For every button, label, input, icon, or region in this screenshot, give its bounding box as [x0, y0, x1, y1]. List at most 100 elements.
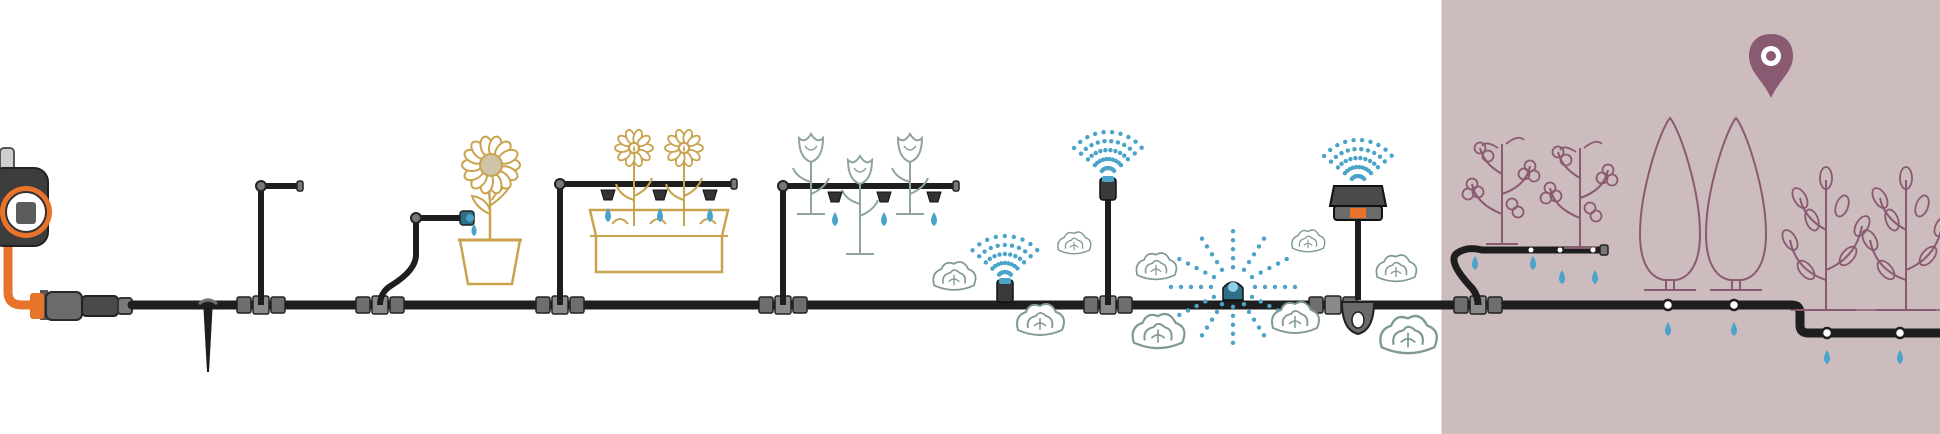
spray-dot [1178, 284, 1184, 290]
spray-dot [1365, 148, 1371, 153]
spray-dot [1009, 243, 1015, 248]
spray-dot [1034, 247, 1040, 253]
spray-dot [1382, 159, 1387, 164]
spray-dot [1383, 147, 1388, 152]
spray-dot [1209, 252, 1215, 257]
spray-dot [1085, 134, 1090, 140]
spray-dot [1177, 312, 1182, 318]
spray-dot [1230, 313, 1236, 318]
spray-dot [1219, 301, 1225, 307]
spray-dot [1252, 284, 1258, 290]
spray-dot [1006, 261, 1011, 266]
spray-dot [1249, 274, 1255, 280]
location-pin-icon [1749, 34, 1793, 98]
spray-dot [1372, 161, 1377, 166]
spray-dot [1109, 129, 1115, 135]
spray-dot [984, 237, 990, 242]
spray-nozzle-icon [1168, 229, 1298, 345]
highlight-zone [1441, 0, 1940, 434]
spray-dot [1267, 265, 1272, 271]
emitter [1528, 247, 1534, 253]
spray-dot [1359, 146, 1364, 152]
spray-dot [997, 252, 1002, 257]
spray-dot [1102, 138, 1107, 144]
tomato-plant-icon [1461, 136, 1541, 245]
spray-dot [1104, 156, 1109, 162]
spray-dot [1085, 157, 1091, 162]
spray-nozzle-icon [970, 233, 1040, 303]
lettuce-icon [1131, 312, 1186, 350]
lettuce-icon [1135, 252, 1178, 281]
emitter [1820, 326, 1834, 340]
dripper [702, 189, 718, 201]
spray-dot [1103, 147, 1108, 153]
water-drop [881, 212, 887, 226]
spray-dot [1002, 242, 1008, 248]
dripper [926, 191, 942, 203]
dripper [876, 191, 892, 203]
spray-dot [1127, 146, 1133, 151]
spray-dot [1008, 252, 1013, 257]
tomato-plant-icon [1539, 140, 1619, 249]
spray-dot [1262, 284, 1268, 290]
spray-dot [1113, 148, 1118, 154]
spray-dot [1078, 151, 1084, 156]
spray-dot [1352, 146, 1357, 152]
spray-dot [1122, 153, 1127, 158]
emitter [1661, 298, 1675, 312]
spray-dot [1321, 153, 1327, 159]
spray-dot [1013, 253, 1018, 259]
spray-dot [1132, 151, 1137, 156]
lettuce-icon [1379, 314, 1438, 355]
spray-dot [1258, 270, 1263, 275]
spray-dot [1011, 234, 1017, 240]
spray-dot [1230, 304, 1236, 309]
spray-dot [1139, 145, 1144, 150]
spray-dot [1208, 284, 1214, 290]
spray-dot [1199, 236, 1205, 241]
daisy-flower [614, 128, 654, 168]
spray-dot [1282, 284, 1288, 290]
cypress-tree-icon [1704, 116, 1768, 291]
lettuce-icon [1057, 231, 1092, 255]
spray-dot [1008, 272, 1014, 277]
spray-dot [1354, 164, 1359, 170]
water-drop [1559, 270, 1565, 284]
spray-dot [1267, 303, 1272, 309]
spray-dot [1230, 340, 1236, 345]
lettuce-icon [932, 261, 977, 291]
spray-dot [1241, 301, 1247, 307]
spray-dot [1194, 265, 1199, 271]
spray-dot [1188, 284, 1194, 290]
lettuce-icon [1375, 254, 1418, 283]
spray-dot [977, 242, 982, 247]
drip-line [1450, 244, 1609, 306]
spray-dot [1256, 325, 1262, 330]
lettuce-icon [1291, 229, 1326, 253]
spray-dot [1020, 237, 1025, 242]
spray-dot [1204, 325, 1210, 330]
spray-dot [1361, 176, 1367, 182]
spray-dot [1194, 303, 1199, 309]
spray-dot [1230, 247, 1236, 252]
spray-dot [1377, 154, 1383, 159]
emitter [1557, 247, 1563, 253]
dripper [600, 189, 616, 201]
water-drop [1731, 322, 1737, 336]
spray-dot [1203, 270, 1208, 275]
spray-dot [1251, 252, 1257, 257]
spray-dot [1358, 155, 1363, 161]
spray-dot [1230, 229, 1236, 234]
spray-dot [1108, 147, 1113, 153]
spray-dot [1214, 259, 1220, 265]
shrub-icon [1861, 166, 1940, 311]
emitter [1727, 298, 1741, 312]
spray-dot [1089, 142, 1094, 148]
spray-dot [1203, 299, 1208, 304]
spray-dot [1098, 148, 1103, 154]
spray-dot [1118, 131, 1123, 137]
spray-dot [1095, 140, 1100, 145]
emitter [1590, 247, 1596, 253]
water-drop [832, 212, 838, 226]
